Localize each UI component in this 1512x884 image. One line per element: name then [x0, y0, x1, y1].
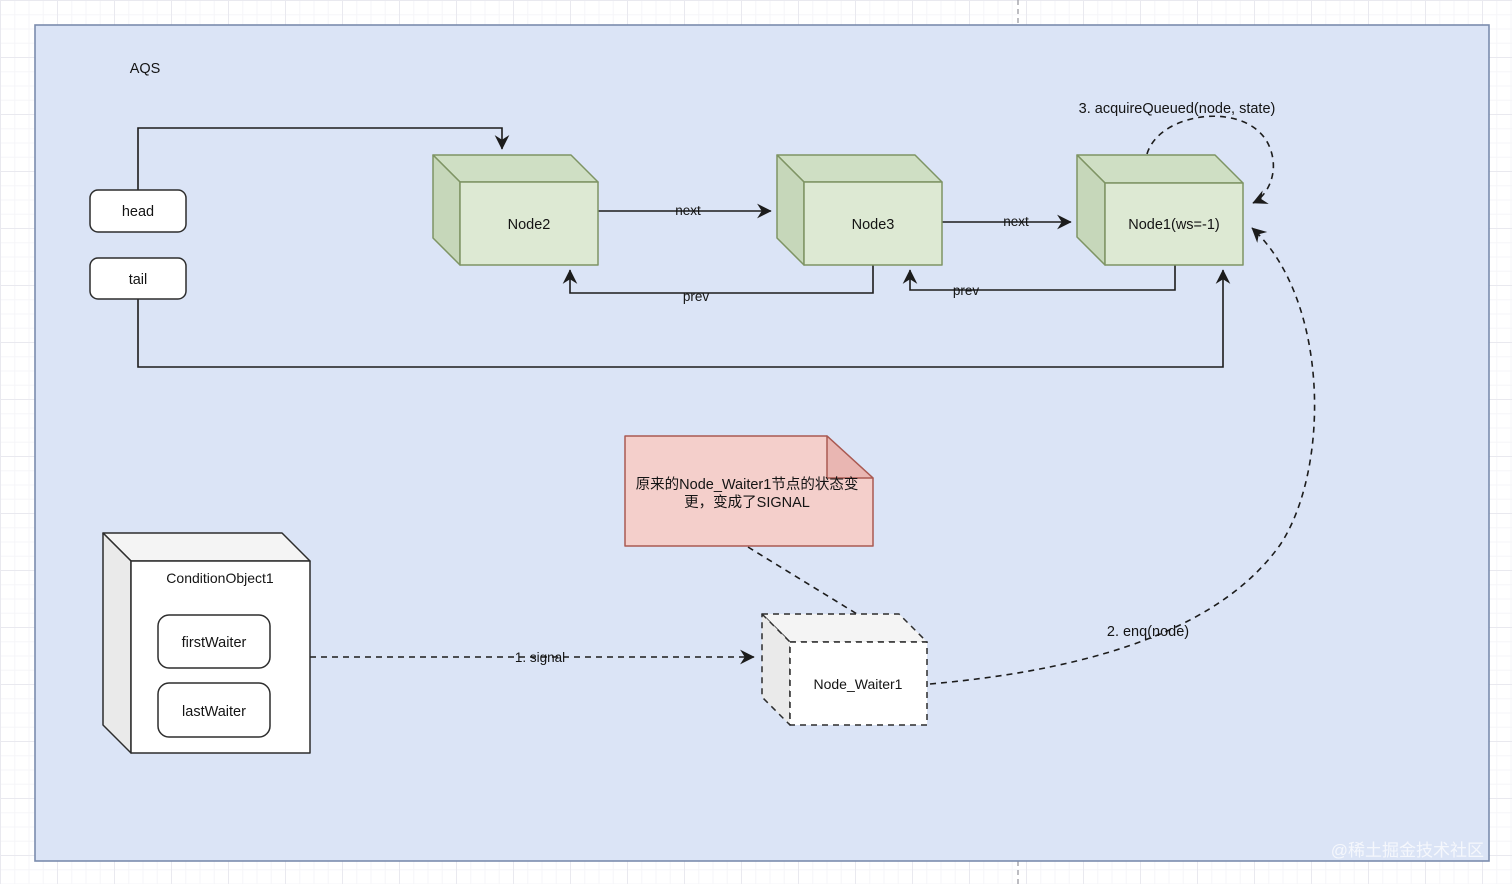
node3-label: Node3 [852, 217, 895, 233]
edge-enq-nodewaiter-to-node1 [929, 227, 1316, 685]
edge-label-acquirequeued: 3. acquireQueued(node, state) [1079, 101, 1276, 117]
last-waiter-label: lastWaiter [182, 704, 246, 720]
edge-prev-node1-node3 [902, 265, 1176, 291]
condition-object-label: ConditionObject1 [166, 570, 274, 586]
note: 原来的Node_Waiter1节点的状态变 更，变成了SIGNAL [624, 435, 874, 547]
node2-label: Node2 [508, 217, 551, 233]
first-waiter-box [157, 614, 271, 669]
node3-cube: Node3 [776, 154, 943, 266]
node2-cube: Node2 [432, 154, 599, 266]
first-waiter-label: firstWaiter [182, 635, 247, 651]
watermark: @稀土掘金技术社区 [1331, 841, 1484, 860]
edge-label-next-2: next [1003, 214, 1029, 229]
last-waiter-box [157, 682, 271, 738]
edge-tail-to-node1 [137, 269, 1231, 368]
note-text-line1: 原来的Node_Waiter1节点的状态变 [636, 476, 859, 493]
edge-label-prev-1: prev [683, 289, 710, 304]
edge-prev-node3-node2 [562, 262, 874, 294]
note-fold [826, 435, 874, 479]
aqs-label: AQS [130, 61, 161, 77]
condition-object-cube: ConditionObject1 firstWaiter lastWaiter [102, 532, 311, 754]
edge-label-next-1: next [675, 203, 701, 218]
node1-cube: Node1(ws=-1) [1076, 154, 1244, 266]
edge-label-prev-2: prev [953, 283, 980, 298]
node1-label: Node1(ws=-1) [1128, 217, 1219, 233]
head-pointer: head [89, 189, 187, 233]
edge-label-signal: 1. signal [515, 650, 565, 665]
tail-label: tail [129, 272, 148, 288]
edge-label-enq: 2. enq(node) [1107, 624, 1189, 640]
head-label: head [122, 204, 154, 220]
edge-head-to-node2 [137, 127, 510, 190]
edge-acquirequeued-selfloop [1146, 115, 1275, 204]
tail-pointer: tail [89, 257, 187, 300]
node-waiter-cube: Node_Waiter1 [761, 613, 928, 726]
node-waiter-label: Node_Waiter1 [814, 676, 903, 692]
note-text-line2: 更，变成了SIGNAL [684, 494, 810, 511]
